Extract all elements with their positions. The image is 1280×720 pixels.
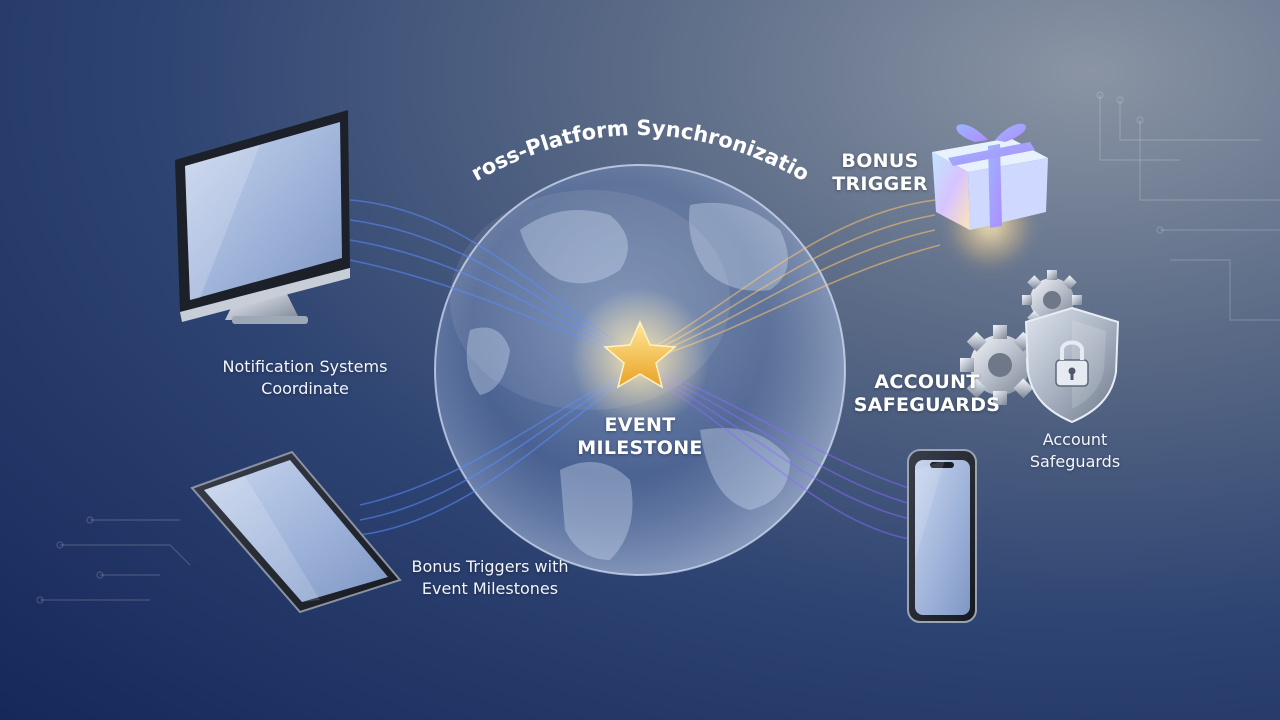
notification-caption-line2: Coordinate: [261, 379, 349, 398]
smartphone-icon: [907, 449, 977, 623]
bonus-trigger-line1: BONUS: [841, 150, 919, 172]
bonus-milestones-caption: Bonus Triggers with Event Milestones: [390, 556, 590, 600]
account-safeguards-line1: ACCOUNT: [874, 371, 980, 393]
section-title: Cross-Platform Synchronization: [0, 0, 813, 186]
account-safeguards-line2: SAFEGUARDS: [853, 394, 1001, 416]
bonus-trigger-line2: TRIGGER: [832, 173, 928, 195]
hub-label-line1: EVENT: [604, 414, 676, 436]
safeguards-caption-line2: Safeguards: [1029, 452, 1121, 471]
bonus-milestones-caption-line1: Bonus Triggers with: [411, 557, 569, 576]
tablet-icon: [190, 450, 402, 614]
safeguards-caption: Account Safeguards: [1015, 429, 1135, 473]
shield-lock-icon: [1024, 306, 1120, 424]
desktop-monitor-icon: [175, 110, 350, 324]
notification-caption-line1: Notification Systems: [222, 357, 388, 376]
hub-label: EVENT MILESTONE: [560, 414, 720, 460]
hub-label-line2: MILESTONE: [577, 437, 703, 459]
bonus-trigger-label: BONUS TRIGGER: [825, 150, 935, 196]
bonus-milestones-caption-line2: Event Milestones: [421, 579, 559, 598]
account-safeguards-label: ACCOUNT SAFEGUARDS: [852, 371, 1002, 417]
notification-caption: Notification Systems Coordinate: [200, 356, 410, 400]
star-icon: [603, 320, 677, 389]
safeguards-caption-line1: Account: [1042, 430, 1108, 449]
gift-box-icon: [932, 123, 1048, 270]
circuit-traces: [36, 91, 1280, 604]
